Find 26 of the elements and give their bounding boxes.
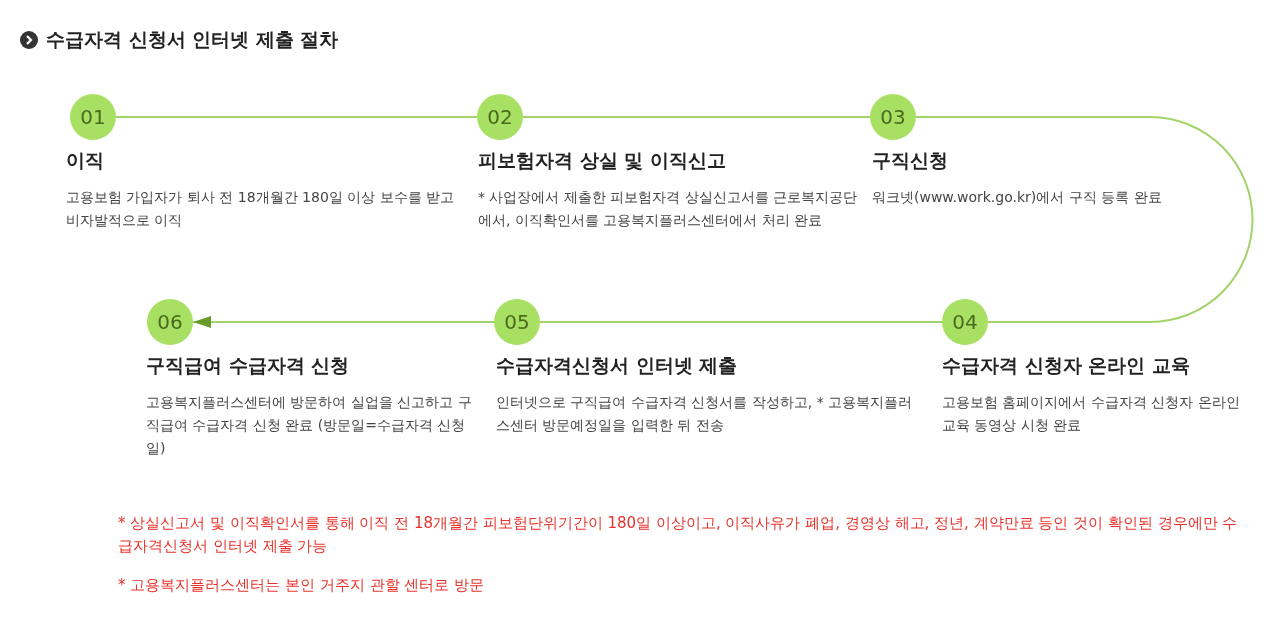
step-description: * 사업장에서 제출한 피보험자격 상실신고서를 근로복지공단에서, 이직확인서를 고용복지플러스센터에서 처리 완료 xyxy=(478,188,858,230)
connector-line xyxy=(192,316,495,328)
step-heading: 수급자격신청서 인터넷 제출 xyxy=(496,353,738,378)
step-number-circle: 01 xyxy=(70,94,116,140)
connector-line xyxy=(539,321,943,323)
step-number-circle: 05 xyxy=(494,299,540,345)
step-heading: 구직급여 수급자격 신청 xyxy=(146,353,350,378)
step-heading: 이직 xyxy=(66,148,104,173)
connector-line xyxy=(115,116,478,118)
step-description: 고용보험 가입자가 퇴사 전 18개월간 180일 이상 보수를 받고 비자발적으로 이직 xyxy=(66,188,456,230)
connector-line xyxy=(522,116,871,118)
step-number-circle: 03 xyxy=(870,94,916,140)
step-number-circle: 04 xyxy=(942,299,988,345)
footnote: * 고용복지플러스센터는 본인 거주지 관할 센터로 방문 xyxy=(118,575,486,596)
step-number-circle: 02 xyxy=(477,94,523,140)
step-description: 인터넷으로 구직급여 수급자격 신청서를 작성하고, * 고용복지플러스센터 방문예정일을 입력한 뒤 전송 xyxy=(496,393,914,435)
step-description: 워크넷(www.work.go.kr)에서 구직 등록 완료 xyxy=(872,188,1163,207)
step-number-circle: 06 xyxy=(147,299,193,345)
step-description: 고용보험 홈페이지에서 수급자격 신청자 온라인 교육 동영상 시청 완료 xyxy=(942,393,1241,435)
connector-line xyxy=(915,116,1254,323)
step-heading: 수급자격 신청자 온라인 교육 xyxy=(942,353,1190,378)
footnote: * 상실신고서 및 이직확인서를 통해 이직 전 18개월간 피보험단위기간이 180일 이상이고, 이직사유가 폐업, 경영상 해고, 정년, 계약만료 등인 것이 확인된 경우에만 수급자격신청서 인터넷 제출 가능 xyxy=(118,513,1239,557)
step-heading: 피보험자격 상실 및 이직신고 xyxy=(478,148,726,173)
step-description: 고용복지플러스센터에 방문하여 실업을 신고하고 구직급여 수급자격 신청 완료 (방문일=수급자격 신청일) xyxy=(146,393,473,458)
title: 수급자격 신청서 인터넷 제출 절차 xyxy=(46,27,339,52)
step-heading: 구직신청 xyxy=(872,148,948,173)
